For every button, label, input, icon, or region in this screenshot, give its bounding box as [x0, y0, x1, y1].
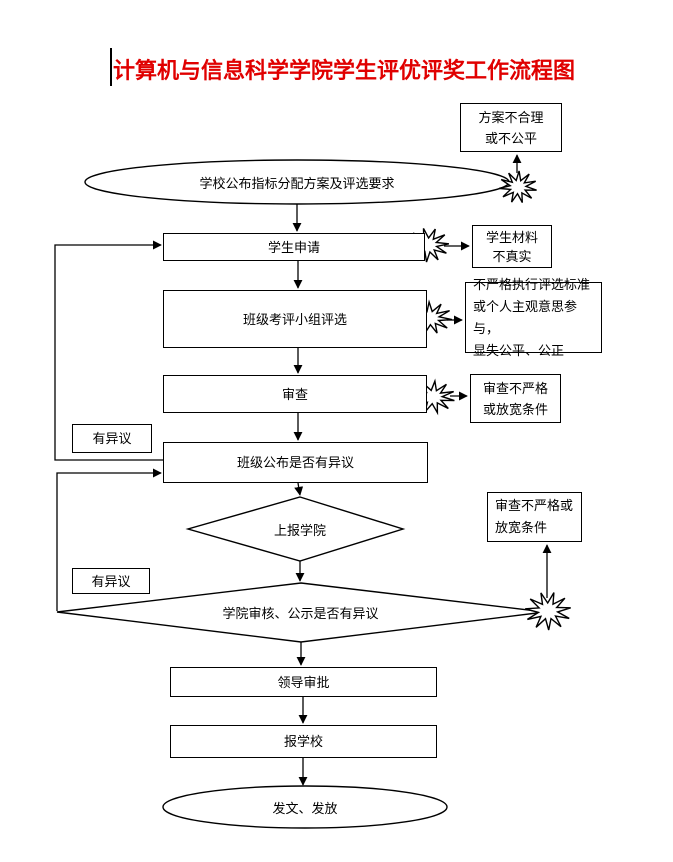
node-leader-approve: 领导审批: [170, 667, 437, 697]
text-cursor-bar: [110, 48, 112, 86]
callout-line: 或个人主观意思参与，: [473, 298, 578, 336]
starburst-college-review: [525, 592, 571, 631]
starburst-school-publish: [498, 170, 537, 203]
loop-objection-college: [56, 468, 162, 611]
label-objection-1: 有异议: [72, 424, 152, 453]
callout-line: 审查不严格或: [495, 498, 574, 513]
node-issue: 发文、发放: [272, 800, 338, 816]
callout-review-loose-2: 审查不严格或 放宽条件: [487, 492, 582, 542]
ellipse-issue: [162, 785, 448, 829]
callout-not-strict: 不严格执行评选标准 或个人主观意思参与， 显失公平、公正: [465, 277, 602, 358]
callout-review-loose-1: 审查不严格 或放宽条件: [470, 374, 561, 423]
callout-line: 不严格执行评选标准: [473, 276, 591, 292]
callout-line: 不真实: [492, 248, 532, 264]
callout-line: 或放宽条件: [482, 401, 548, 417]
arrow-announce-to-report: [294, 482, 304, 496]
node-school-publish: 学校公布指标分配方案及评选要求: [199, 175, 395, 191]
callout-material-untrue: 学生材料 不真实: [472, 225, 552, 268]
callout-line: 或不公平: [484, 130, 537, 146]
callout-plan-unfair: 方案不合理 或不公平: [460, 103, 562, 152]
callout-line: 放宽条件: [495, 520, 548, 535]
loop-objection-class: [54, 240, 163, 461]
node-college-review: 学院审核、公示是否有异议: [222, 605, 379, 621]
node-report-school: 报学校: [170, 725, 437, 758]
node-class-announce: 班级公布是否有异议: [163, 442, 428, 483]
label-objection-2: 有异议: [72, 568, 150, 594]
callout-line: 学生材料: [485, 229, 538, 245]
page-title: 计算机与信息科学学院学生评优评奖工作流程图: [113, 58, 576, 83]
node-class-eval: 班级考评小组评选: [163, 290, 427, 348]
node-student-apply: 学生申请: [163, 233, 425, 261]
node-review: 审查: [163, 375, 427, 413]
node-report-college: 上报学院: [273, 522, 326, 538]
callout-line: 显失公平、公正: [473, 342, 565, 358]
callout-line: 审查不严格: [482, 380, 548, 396]
callout-line: 方案不合理: [478, 109, 544, 125]
